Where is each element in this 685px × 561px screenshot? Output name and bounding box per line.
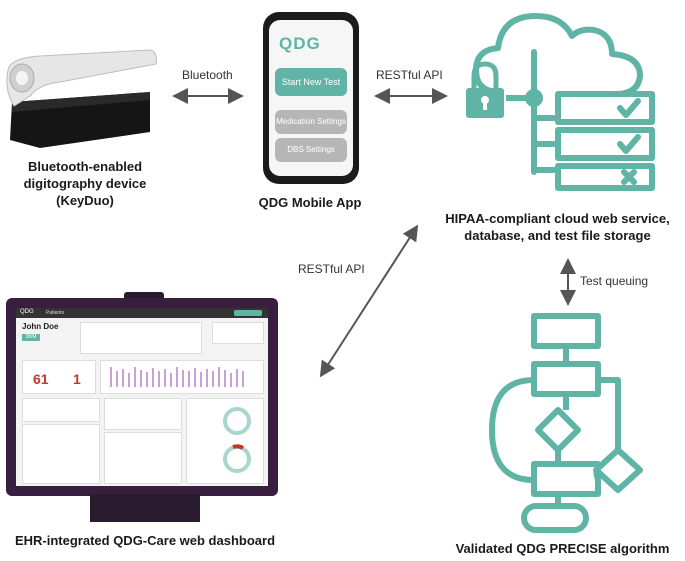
restful-top-label: RESTful API — [376, 68, 443, 82]
monitor-camera — [124, 292, 164, 300]
device-caption-line-1: Bluetooth-enabled — [27, 159, 143, 174]
score-left: 61 — [33, 371, 49, 387]
phone-mockup: QDG Start New Test Medication Settings D… — [263, 12, 359, 184]
dashboard-caption: EHR-integrated QDG-Care web dashboard — [14, 533, 276, 548]
dashboard-screen: QDG Patients John Doe 38/M 61 1 — [16, 308, 268, 486]
start-new-test-button[interactable]: Start New Test — [275, 68, 347, 96]
dashboard-logo: QDG — [20, 309, 34, 315]
cloud-caption: HIPAA-compliant cloud web service, datab… — [430, 210, 685, 244]
history-sparkline — [110, 367, 244, 387]
cloud-database-icon — [466, 13, 655, 191]
scores-card: 61 1 — [22, 360, 96, 394]
tremor-gauges — [223, 407, 251, 473]
device-caption-line-2: digitography device — [23, 176, 147, 191]
device-caption-line-3: (KeyDuo) — [56, 193, 114, 208]
medication-settings-button[interactable]: Medication Settings — [275, 110, 347, 134]
summary-card — [22, 398, 100, 422]
test-queuing-label: Test queuing — [580, 274, 649, 288]
rigidity-card — [104, 398, 182, 430]
keyduo-device-image — [6, 49, 157, 148]
monitor-frame: QDG Patients John Doe 38/M 61 1 — [6, 298, 278, 496]
bluetooth-label: Bluetooth — [182, 68, 233, 82]
patient-badge: 38/M — [22, 334, 40, 341]
restful-diagonal-label: RESTful API — [298, 262, 365, 276]
dashboard-action-button[interactable] — [234, 310, 262, 316]
patient-name: John Doe — [22, 322, 59, 331]
app-logo: QDG — [279, 34, 321, 53]
history-chart-card — [100, 360, 264, 394]
tremor-card — [186, 398, 264, 484]
cloud-caption-line-1: HIPAA-compliant cloud web service, — [445, 211, 670, 226]
algorithm-caption: Validated QDG PRECISE algorithm — [455, 541, 670, 556]
dbs-settings-button[interactable]: DBS Settings — [275, 138, 347, 162]
view-toggle-card[interactable] — [212, 322, 264, 344]
algorithm-flowchart-icon — [489, 313, 643, 533]
dashboard-topbar: QDG Patients — [16, 308, 268, 318]
phone-screen: QDG Start New Test Medication Settings D… — [269, 20, 353, 176]
monitor-stand — [90, 494, 200, 522]
bradykinesia-card — [22, 424, 100, 484]
app-caption: QDG Mobile App — [258, 195, 362, 210]
patient-info-card — [80, 322, 202, 354]
cloud-caption-line-2: database, and test file storage — [464, 228, 651, 243]
dashboard-tab-patients[interactable]: Patients — [46, 310, 65, 316]
score-right: 1 — [73, 371, 81, 387]
freezing-card — [104, 432, 182, 484]
restful-diagonal-arrow — [319, 224, 419, 378]
device-caption: Bluetooth-enabled digitography device (K… — [0, 158, 170, 209]
